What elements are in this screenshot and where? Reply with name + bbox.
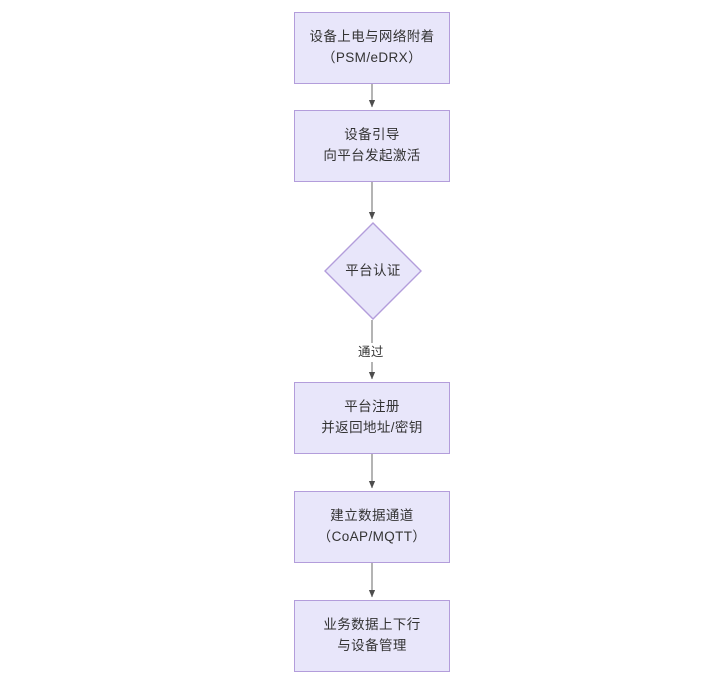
node-power-on[interactable]: 设备上电与网络附着 （PSM/eDRX）	[294, 12, 450, 84]
node-register-label: 平台注册 并返回地址/密钥	[321, 399, 423, 435]
edge-label-pass: 通过	[355, 343, 387, 362]
node-auth-decision[interactable]: 平台认证	[324, 222, 422, 320]
diamond-shape-icon	[324, 222, 422, 320]
node-power-on-label: 设备上电与网络附着 （PSM/eDRX）	[309, 29, 435, 65]
node-data-channel-label: 建立数据通道 （CoAP/MQTT）	[317, 508, 427, 544]
node-register[interactable]: 平台注册 并返回地址/密钥	[294, 382, 450, 454]
node-service-data-label: 业务数据上下行 与设备管理	[323, 617, 421, 653]
node-bootstrap[interactable]: 设备引导 向平台发起激活	[294, 110, 450, 182]
node-data-channel[interactable]: 建立数据通道 （CoAP/MQTT）	[294, 491, 450, 563]
node-bootstrap-label: 设备引导 向平台发起激活	[323, 127, 421, 163]
node-auth-label: 平台认证	[345, 262, 401, 278]
node-service-data[interactable]: 业务数据上下行 与设备管理	[294, 600, 450, 672]
